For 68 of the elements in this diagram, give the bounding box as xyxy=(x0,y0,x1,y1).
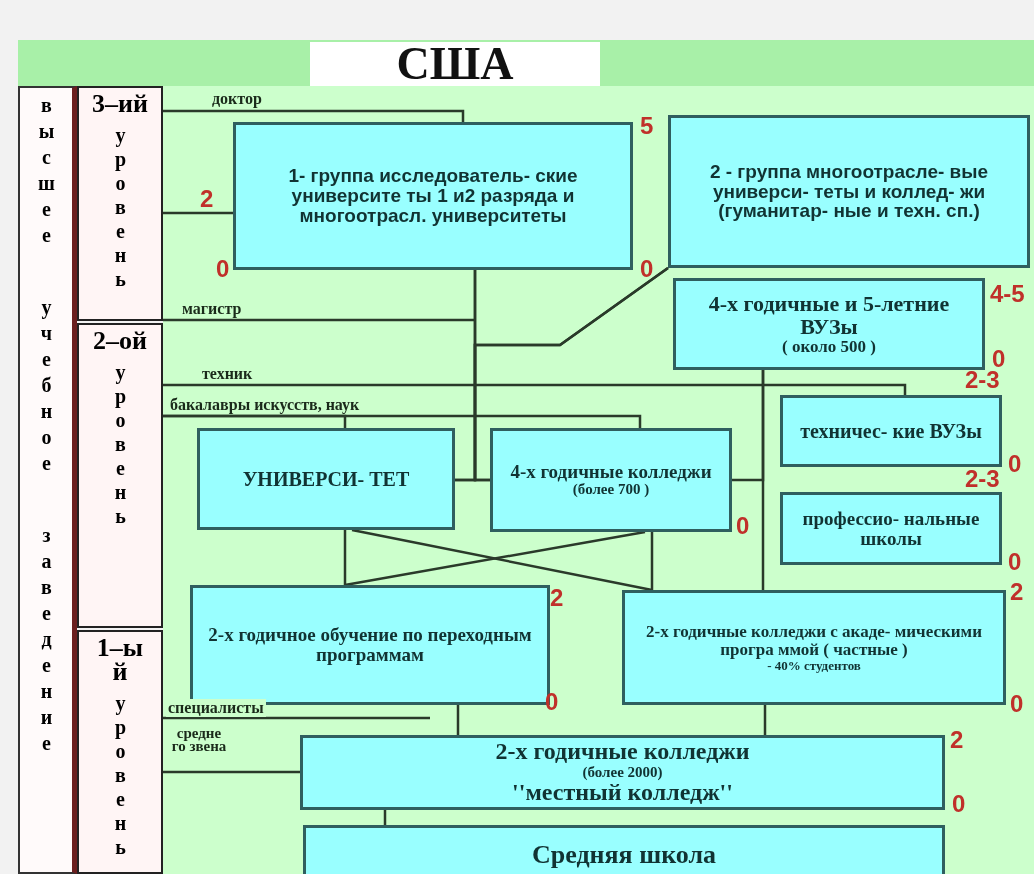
level-label: 1–ый xyxy=(95,636,145,684)
connector-line xyxy=(343,530,347,585)
box-text: 4-х годичные и 5-летние ВУЗы xyxy=(707,292,951,339)
connector-line xyxy=(732,370,765,482)
institution-box xyxy=(668,115,1030,268)
box-text: (более 700 ) xyxy=(572,482,650,498)
duration-number: 0 xyxy=(545,688,559,716)
connector-line xyxy=(763,705,767,735)
institution-box xyxy=(300,735,945,810)
duration-number: 0 xyxy=(736,512,750,540)
connector-line xyxy=(163,383,907,395)
edge-label: специалисты xyxy=(166,699,266,717)
title: США xyxy=(310,42,600,86)
institution-box xyxy=(780,492,1002,565)
box-text: техничес- кие ВУЗы xyxy=(800,420,982,442)
institution-box xyxy=(303,825,945,874)
duration-number: 0 xyxy=(1008,548,1022,576)
connector-line xyxy=(650,532,654,590)
connector-line xyxy=(163,770,300,774)
box-text: ( около 500 ) xyxy=(782,338,876,356)
duration-number: 2 xyxy=(1010,578,1024,606)
duration-number: 2 xyxy=(550,584,564,612)
level-box xyxy=(77,323,163,628)
box-text: 2 - группа многоотрасле- вые универси- теты и коллед- жи (гуманитар- ные и техн. сп.) xyxy=(708,161,990,222)
institution-box xyxy=(197,428,455,530)
connector-line xyxy=(163,716,430,720)
duration-number: 0 xyxy=(1010,690,1024,718)
edge-label: средне го звена xyxy=(170,727,228,753)
duration-number: 2 xyxy=(950,726,964,754)
institution-box xyxy=(490,428,732,532)
connector-line xyxy=(163,211,233,215)
level-label: уровень xyxy=(108,361,132,529)
box-text: 2-х годичное обучение по переходным программам xyxy=(207,625,533,665)
duration-number: 2-3 xyxy=(965,465,1000,493)
level-label: уровень xyxy=(108,692,132,860)
box-text: УНИВЕРСИ- ТЕТ xyxy=(242,468,410,490)
duration-number: 4-5 xyxy=(990,280,1025,308)
box-text: 2-х годичные колледжи с акаде- мическими програ ммой ( частные ) xyxy=(645,622,983,659)
institution-box xyxy=(673,278,985,370)
box-text: ''местный колледж'' xyxy=(512,780,733,806)
edge-label: бакалавры искусств, наук xyxy=(168,396,362,414)
level-label: 2–ой xyxy=(92,329,148,353)
duration-number: 2 xyxy=(200,185,214,213)
duration-number: 0 xyxy=(640,255,654,283)
box-text: Средняя школа xyxy=(532,841,716,869)
level-box xyxy=(77,630,163,874)
box-text: 1- группа исследователь- ские университе ты 1 и2 разряда и многоотрасл. университеты xyxy=(287,166,579,226)
institution-box xyxy=(780,395,1002,467)
level-box xyxy=(77,86,163,321)
column-heading: высшее учебное заведение xyxy=(34,94,58,760)
box-text: 2-х годичные колледжи xyxy=(495,739,750,765)
connector-line xyxy=(456,705,460,735)
box-text: 4-х годичные колледжи xyxy=(510,462,712,483)
box-text: (более 2000) xyxy=(582,764,663,781)
level-label: 3–ий xyxy=(91,92,149,116)
connector-line xyxy=(163,109,465,122)
side-column xyxy=(18,86,77,874)
box-text: профессио- нальные школы xyxy=(801,508,981,549)
duration-number: 0 xyxy=(952,790,966,818)
level-label: уровень xyxy=(108,124,132,292)
duration-number: 5 xyxy=(640,112,654,140)
institution-box xyxy=(233,122,633,270)
institution-box xyxy=(622,590,1006,705)
connector-line xyxy=(163,318,475,322)
connector-line xyxy=(163,414,642,428)
duration-number: 0 xyxy=(1008,450,1022,478)
duration-number: 0 xyxy=(216,255,230,283)
box-text: - 40% студентов xyxy=(767,658,861,673)
